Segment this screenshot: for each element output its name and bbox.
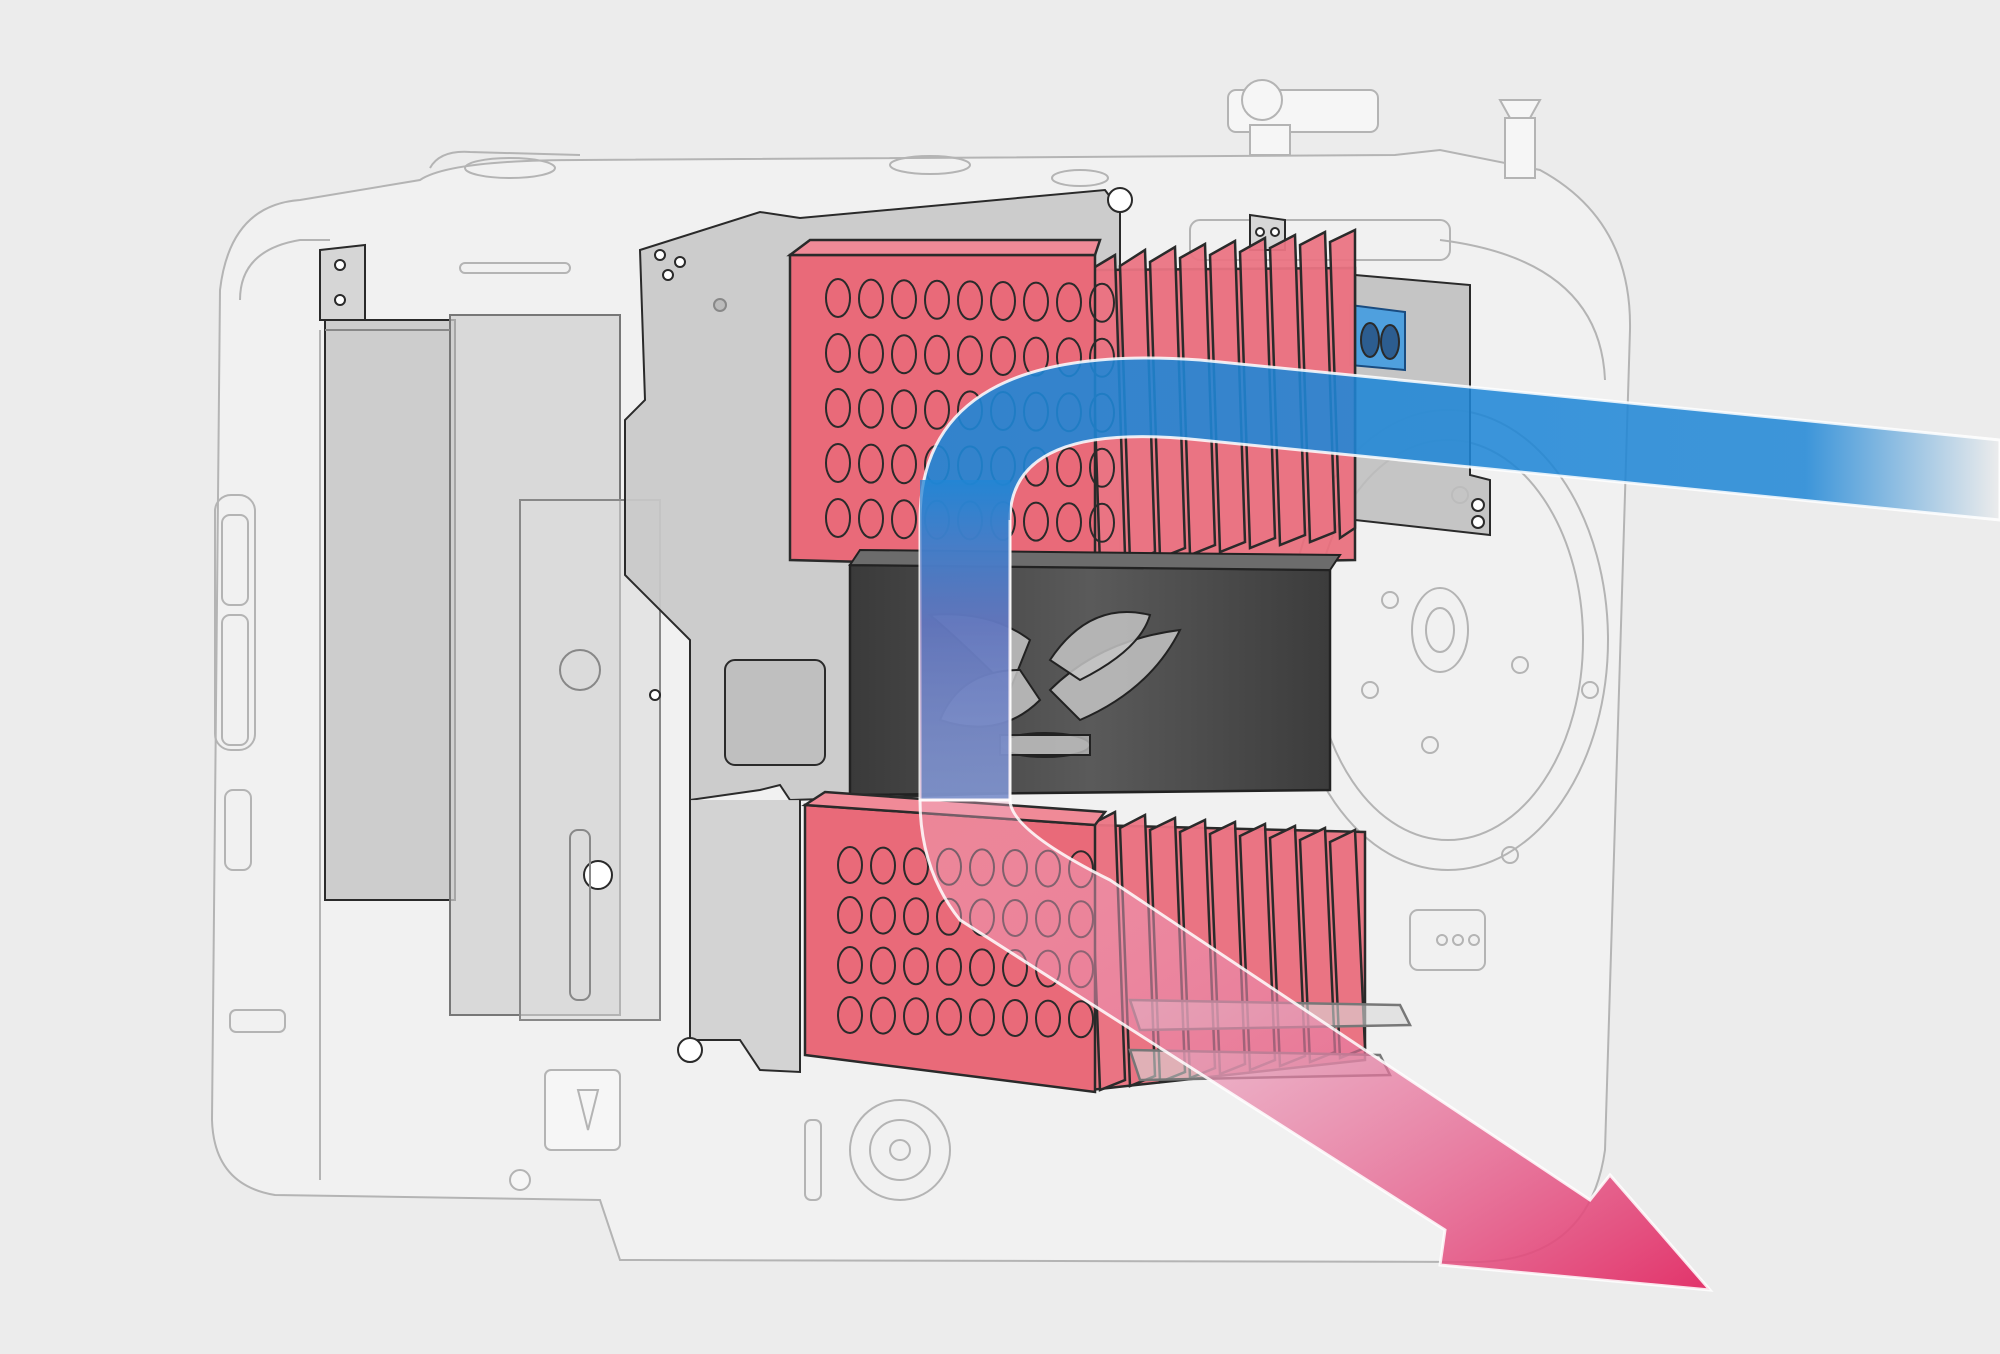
left-frame-panel xyxy=(319,243,661,1021)
vent-hole xyxy=(858,278,884,319)
vent-hole xyxy=(1089,502,1115,543)
vent-hole xyxy=(924,389,950,430)
vent-hole xyxy=(837,946,863,984)
vent-hole xyxy=(1002,999,1028,1037)
top-hotshoe xyxy=(459,79,1542,274)
vent-hole xyxy=(1056,282,1082,323)
vent-hole xyxy=(1035,999,1061,1038)
vent-hole xyxy=(1056,447,1082,488)
vent-hole xyxy=(957,335,983,376)
vent-hole xyxy=(969,948,995,987)
vent-hole xyxy=(891,389,917,430)
airflow xyxy=(918,356,2000,1292)
vent-hole xyxy=(870,946,896,985)
vent-hole xyxy=(957,280,983,321)
vent-hole xyxy=(825,278,851,318)
vent-hole xyxy=(837,846,863,884)
vent-hole xyxy=(858,498,884,539)
vent-hole xyxy=(903,897,929,936)
vent-hole xyxy=(870,846,896,885)
vent-hole xyxy=(903,947,929,986)
airflow-exhaust-arrow xyxy=(918,798,1714,1292)
vent-hole xyxy=(858,333,884,374)
vent-hole xyxy=(825,498,851,538)
vent-hole xyxy=(990,281,1016,321)
vent-hole xyxy=(891,279,917,320)
vent-hole xyxy=(903,847,929,886)
vent-hole xyxy=(1023,281,1049,322)
vent-hole xyxy=(870,896,896,935)
vent-hole xyxy=(870,996,896,1035)
vent-hole xyxy=(837,896,863,934)
vent-hole xyxy=(1056,502,1082,543)
vent-hole xyxy=(825,333,851,373)
vent-hole xyxy=(1089,282,1115,323)
vent-hole xyxy=(858,443,884,484)
vent-hole xyxy=(936,997,962,1036)
vent-hole xyxy=(891,334,917,375)
vent-hole xyxy=(990,336,1016,376)
vent-hole xyxy=(936,947,962,986)
vent-hole xyxy=(924,334,950,375)
vent-hole xyxy=(1068,1000,1094,1039)
airflow-vertical-channel xyxy=(920,480,1010,800)
vent-hole xyxy=(825,443,851,483)
vent-hole xyxy=(891,499,917,540)
vent-hole xyxy=(1089,447,1115,488)
bottom-details xyxy=(229,1009,951,1201)
vent-hole xyxy=(903,997,929,1036)
vent-hole xyxy=(891,444,917,485)
vent-hole xyxy=(837,996,863,1034)
vent-hole xyxy=(858,388,884,429)
vent-hole xyxy=(1023,501,1049,542)
vent-hole xyxy=(924,279,950,320)
vent-hole xyxy=(825,388,851,428)
vent-hole xyxy=(969,998,995,1037)
